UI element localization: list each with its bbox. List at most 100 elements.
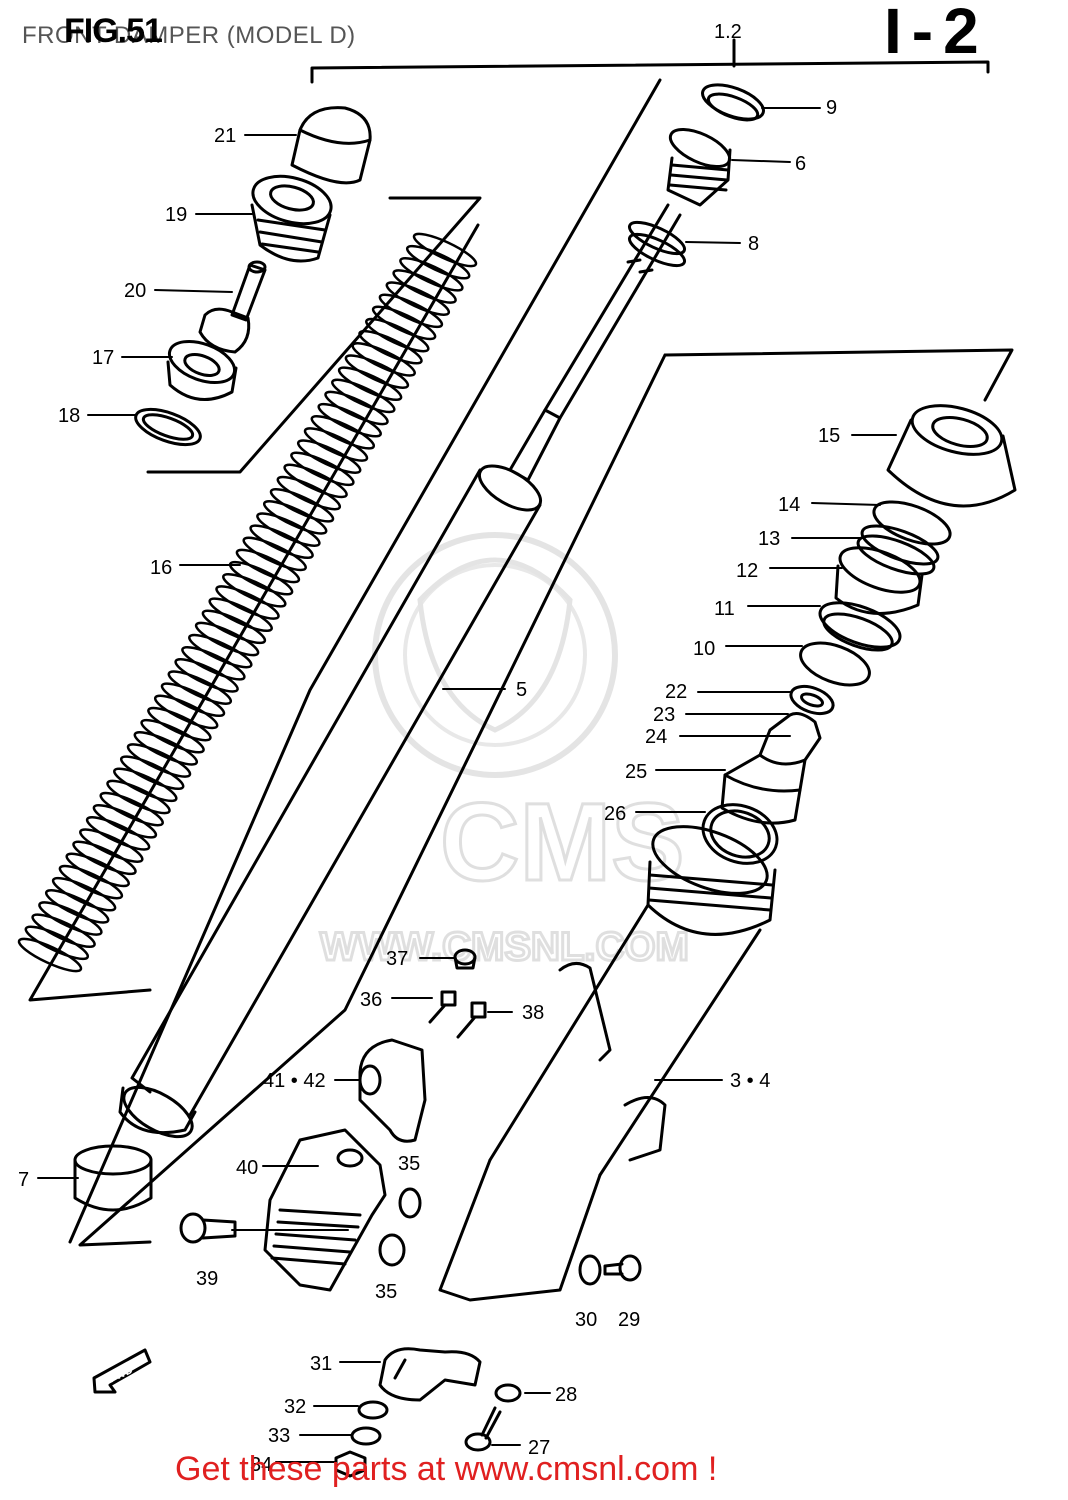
callout-40: 40 — [236, 1157, 258, 1179]
part-35-o-ring-upper — [398, 1187, 422, 1219]
callout-6: 6 — [795, 153, 806, 175]
callout-35-lower: 35 — [375, 1281, 397, 1303]
part-20-adjuster-rod — [198, 260, 267, 354]
callout-8: 8 — [748, 233, 759, 255]
footer-link-text[interactable]: Get these parts at www.cmsnl.com ! — [175, 1450, 718, 1488]
part-28-washer — [494, 1383, 522, 1403]
spring-coil — [17, 937, 83, 973]
callout-labels: 1.2 9 6 8 21 19 20 17 18 15 14 13 12 11 … — [18, 21, 840, 1476]
spring-coil — [344, 354, 410, 389]
spring-coil — [174, 658, 239, 693]
part-10-guide-ring — [799, 641, 871, 687]
callout-16: 16 — [150, 557, 172, 579]
watermark-url: WWW.CMSNL.COM — [320, 925, 689, 969]
spring-coil — [324, 390, 389, 426]
callout-10: 10 — [693, 638, 715, 660]
spring-coil — [31, 913, 96, 949]
spring-coil — [85, 816, 151, 851]
spring-coil — [405, 244, 471, 280]
spring-coil — [167, 670, 233, 705]
part-17-spring-seat — [166, 339, 238, 402]
watermark-logo: CMS — [440, 781, 684, 904]
callout-18: 18 — [58, 405, 80, 427]
spring-coil — [351, 342, 416, 377]
spring-coil — [79, 828, 144, 863]
callout-13: 13 — [758, 528, 780, 550]
part-21-cap — [290, 106, 372, 185]
part-33-washer — [350, 1426, 382, 1446]
part-26-o-ring — [701, 803, 779, 865]
spring-coil — [235, 548, 301, 584]
part-11-oil-seal — [818, 601, 902, 652]
spring-coil — [269, 487, 335, 523]
callout-14: 14 — [778, 494, 800, 516]
spring-coil — [392, 269, 457, 304]
callout-29: 29 — [618, 1309, 640, 1331]
leader-lines — [37, 107, 897, 1463]
callout-11: 11 — [714, 598, 735, 620]
part-7-dust-ring — [73, 1144, 153, 1212]
callout-34: 34 — [250, 1454, 272, 1476]
spring-coil — [72, 840, 137, 876]
figure-number: FIG.51 — [64, 12, 163, 50]
spring-coil — [358, 329, 423, 365]
spring-coil — [399, 256, 464, 292]
callout-15: 15 — [818, 425, 840, 447]
spring-coil — [194, 621, 260, 657]
callout-7: 7 — [18, 1169, 29, 1191]
spring-coil — [99, 791, 164, 827]
callout-3-4: 3 • 4 — [730, 1070, 770, 1092]
page-code: I-2 — [884, 0, 989, 67]
assembly-bracket — [310, 38, 990, 84]
callout-31: 31 — [310, 1353, 332, 1375]
callout-30: 30 — [575, 1309, 597, 1331]
spring-coil — [215, 585, 280, 620]
spring-coil — [51, 876, 117, 912]
callout-24: 24 — [645, 726, 667, 748]
spring-coil — [256, 512, 321, 547]
part-14-circlip — [872, 500, 952, 546]
spring-coil — [126, 743, 192, 778]
spring-coil — [106, 779, 171, 815]
spring-coil — [188, 633, 253, 669]
part-12-washer — [834, 546, 924, 615]
spring-coil — [378, 293, 444, 329]
spring-coil — [317, 402, 382, 438]
callout-20: 20 — [124, 280, 146, 302]
spring-coil — [371, 305, 437, 341]
callout-28: 28 — [555, 1384, 577, 1406]
callout-22: 22 — [665, 681, 687, 703]
part-35-o-ring-lower — [378, 1233, 406, 1267]
spring-coil — [181, 645, 246, 681]
part-36-bolt — [428, 990, 457, 1024]
part-27-stud — [464, 1406, 502, 1452]
label-assembly-1-2: 1.2 — [714, 21, 742, 43]
part-40-adjuster-body — [263, 1128, 387, 1292]
part-3-4-outer-tube — [438, 825, 777, 1302]
spring-coil — [303, 427, 369, 462]
spring-coil — [242, 536, 307, 572]
part-13-spring — [856, 524, 940, 576]
part-19-top-plug — [250, 174, 333, 263]
callout-9: 9 — [826, 97, 837, 119]
spring-coil — [58, 864, 124, 900]
callout-38: 38 — [522, 1002, 544, 1024]
part-5-inner-tube — [118, 464, 543, 1139]
part-32-washer — [357, 1400, 389, 1420]
inner-tube-frame — [68, 78, 1014, 1247]
spring-coil — [44, 889, 110, 924]
part-15-cylinder-cap — [886, 404, 1017, 508]
part-18-o-ring — [134, 407, 202, 447]
spring-coil — [296, 439, 362, 474]
part-41-42-joint — [358, 1038, 427, 1143]
part-31-axle-holder — [378, 1347, 482, 1402]
spring-coil — [385, 281, 451, 316]
part-29-screw — [603, 1254, 642, 1282]
spring-coil — [92, 803, 158, 839]
part-6-cylinder-top — [666, 127, 732, 207]
spring-coil — [38, 901, 103, 936]
part-16-fork-spring — [17, 232, 478, 973]
spring-coil — [276, 475, 342, 511]
spring-coil — [412, 232, 478, 268]
